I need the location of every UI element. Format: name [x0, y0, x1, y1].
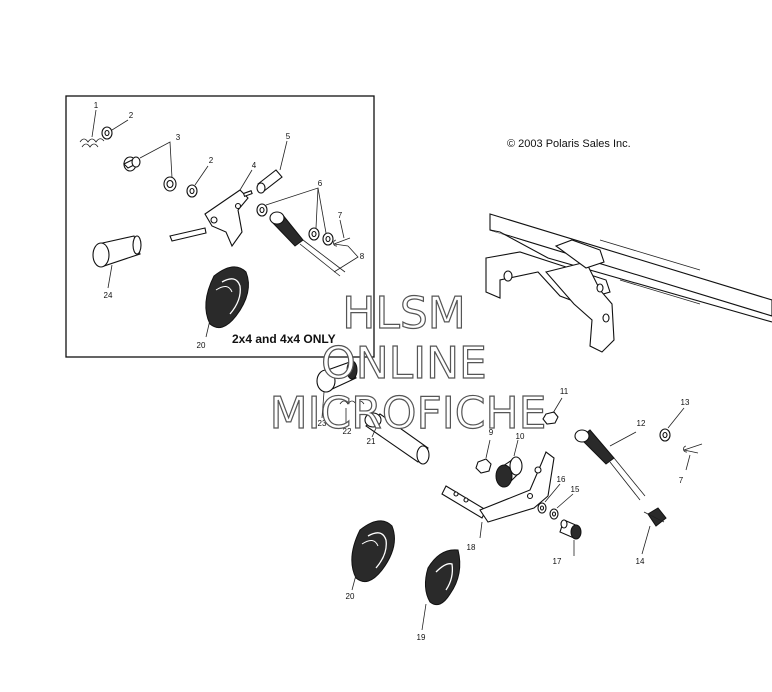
- part-cotter-7b: [683, 443, 703, 454]
- part-clip-1: [79, 138, 105, 148]
- part-cotter-7a: [333, 237, 351, 247]
- part-nut-9: [475, 458, 492, 474]
- part-pad-19: [424, 549, 461, 606]
- callout-13: 13: [681, 398, 690, 407]
- part-pivot-17: [559, 519, 582, 540]
- callout-18: 18: [467, 543, 476, 552]
- inset-frame: [65, 95, 375, 358]
- part-cable-12: [574, 429, 646, 501]
- part-shift-arm-4: [169, 189, 253, 248]
- part-pin-5: [256, 169, 283, 194]
- callout-10: 10: [516, 432, 525, 441]
- callout-1: 1: [94, 101, 99, 110]
- callout-7a: 7: [338, 211, 343, 220]
- part-pedal-arm-18: [441, 451, 555, 523]
- part-bushing-3b: [163, 176, 177, 192]
- callout-14: 14: [636, 557, 645, 566]
- watermark-line1: HLSM: [342, 288, 466, 339]
- callout-21: 21: [367, 437, 376, 446]
- callout-19: 19: [417, 633, 426, 642]
- callout-11: 11: [560, 387, 569, 396]
- watermark-line3: MICROFICHE: [270, 388, 547, 439]
- part-pad-20a: [205, 266, 249, 329]
- callout-6: 6: [318, 179, 323, 188]
- callout-20b: 20: [346, 592, 355, 601]
- callout-15: 15: [571, 485, 580, 494]
- part-bushing-3a: [123, 156, 141, 172]
- callout-4: 4: [252, 161, 257, 170]
- callout-7b: 7: [679, 476, 684, 485]
- callout-8: 8: [360, 252, 365, 261]
- part-spring-22: [339, 400, 365, 405]
- part-cap-23: [316, 360, 358, 393]
- callout-17: 17: [553, 557, 562, 566]
- copyright: © 2003 Polaris Sales Inc.: [507, 138, 631, 150]
- callout-2b: 2: [209, 156, 214, 165]
- part-handle-21: [364, 412, 430, 465]
- callout-24: 24: [104, 291, 113, 300]
- part-frame: [485, 213, 772, 353]
- callout-22: 22: [343, 427, 352, 436]
- watermark-line2: ONLINE: [321, 338, 487, 389]
- callout-9: 9: [489, 428, 494, 437]
- callout-12: 12: [637, 419, 646, 428]
- part-pad-20b: [351, 520, 395, 583]
- callout-5: 5: [286, 132, 291, 141]
- inset-note: 2x4 and 4x4 ONLY: [232, 332, 336, 346]
- callout-23: 23: [318, 419, 327, 428]
- part-cable-end-inset: [269, 211, 346, 277]
- part-bumper-10: [495, 456, 523, 488]
- callout-16: 16: [557, 475, 566, 484]
- part-knob-24: [92, 235, 142, 268]
- callout-3: 3: [176, 133, 181, 142]
- callout-20a: 20: [197, 341, 206, 350]
- part-cable-end-14: [643, 507, 667, 527]
- callout-2a: 2: [129, 111, 134, 120]
